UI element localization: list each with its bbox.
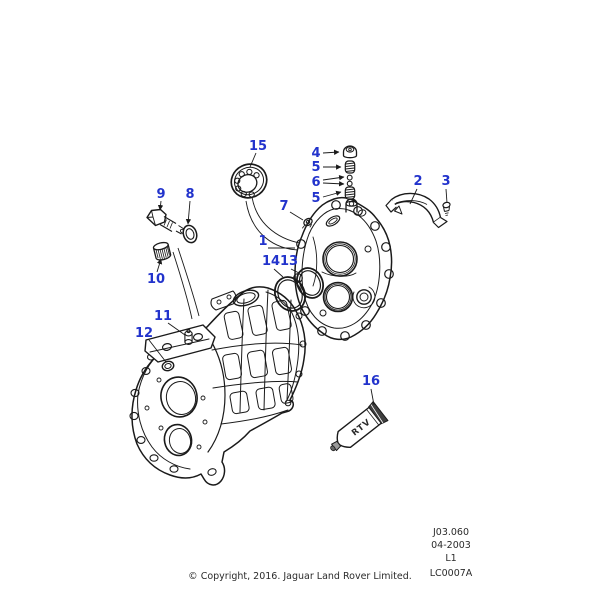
callout-label-2: 2 <box>413 174 422 189</box>
small-plug <box>152 241 172 261</box>
drawing-date: 04-2003 <box>431 540 471 551</box>
rtv-sealant-tube: RTV <box>330 401 389 452</box>
callout-label-9: 9 <box>156 187 165 202</box>
detent-cap-nut <box>342 145 358 159</box>
callout-label-10: 10 <box>147 272 165 287</box>
callout-label-4: 4 <box>311 146 320 161</box>
o-ring-13 <box>295 267 325 299</box>
leader-11 <box>167 322 186 336</box>
drawing-number: J03.060 <box>432 527 470 538</box>
leader-5b <box>322 190 342 198</box>
callout-label-5a: 5 <box>311 160 320 175</box>
sealing-washer <box>182 224 198 244</box>
mounting-bracket <box>144 324 216 363</box>
tube-crimp-end <box>368 401 389 425</box>
o-ring-14 <box>273 276 307 312</box>
bearing <box>230 163 268 199</box>
leader-10 <box>156 258 163 273</box>
leader-13 <box>290 268 300 274</box>
drawing-ref-block: J03.060 04-2003 L1 LC0007A <box>403 526 499 580</box>
leader-14 <box>273 268 284 278</box>
callout-label-12: 12 <box>135 326 153 341</box>
callout-label-1: 1 <box>258 234 267 249</box>
shield <box>385 192 448 229</box>
drawing-sheet: L1 <box>445 553 457 564</box>
callout-label-11: 11 <box>154 309 172 324</box>
leader-2 <box>409 188 418 205</box>
callout-label-8: 8 <box>185 187 194 202</box>
tube-nozzle <box>331 440 342 452</box>
detent-spring-upper <box>344 160 356 174</box>
shield-bolt <box>442 201 451 216</box>
leader-3 <box>445 188 448 204</box>
detent-spring-lower <box>344 186 356 200</box>
leader-9 <box>157 200 164 211</box>
leader-12 <box>148 339 167 363</box>
callout-label-14: 14 <box>262 254 280 269</box>
callout-label-13: 13 <box>280 254 298 269</box>
flange-bore <box>161 360 175 372</box>
cover-boss <box>302 217 313 229</box>
callout-label-16: 16 <box>362 374 380 389</box>
leader-8 <box>185 200 192 225</box>
rear-cover-plate <box>293 196 394 341</box>
leader-4 <box>322 149 340 156</box>
copyright-line: © Copyright, 2016. Jaguar Land Rover Lim… <box>188 571 412 582</box>
callout-label-15: 15 <box>249 139 267 154</box>
callout-label-5b: 5 <box>311 191 320 206</box>
callout-label-7: 7 <box>279 199 288 214</box>
detent-balls <box>346 174 353 187</box>
callout-label-6: 6 <box>311 175 320 190</box>
leader-16 <box>370 388 375 406</box>
leader-15 <box>249 152 257 168</box>
filler-opening <box>232 289 260 307</box>
drawing-code: LC0007A <box>429 568 473 579</box>
assembly-guide-lines <box>172 196 307 320</box>
leader-6a <box>322 175 345 181</box>
drain-plug <box>146 208 187 235</box>
leader-6b <box>322 181 345 187</box>
leader-7 <box>289 211 304 221</box>
callout-label-3: 3 <box>441 174 450 189</box>
callout-labels: 15 4 5 6 5 2 3 9 8 7 1 14 13 10 11 12 16 <box>135 139 451 389</box>
callout-leaders <box>148 149 448 406</box>
main-housing <box>129 286 307 486</box>
